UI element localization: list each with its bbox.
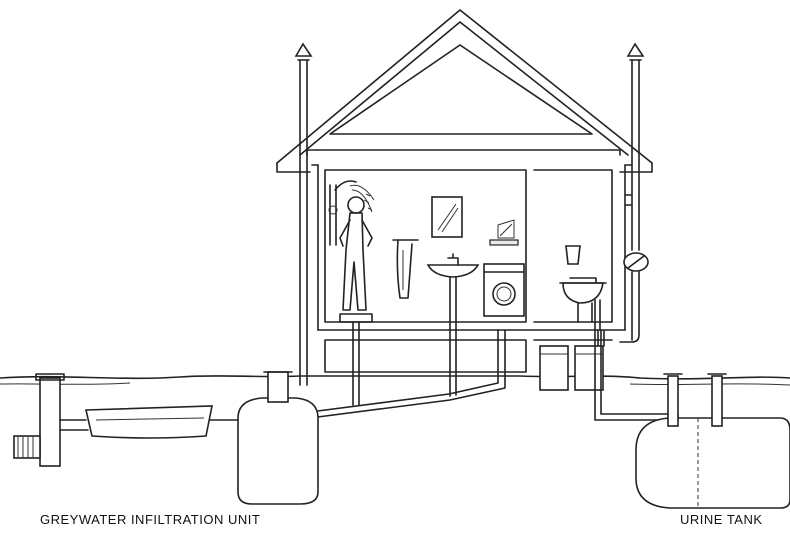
greywater-pipes bbox=[310, 330, 505, 418]
urine-pipe bbox=[595, 330, 678, 430]
vent-pipe-left bbox=[296, 44, 311, 385]
house-roof bbox=[277, 10, 652, 172]
greywater-infiltration-unit bbox=[14, 374, 238, 466]
greywater-tank bbox=[238, 372, 318, 504]
washing-machine bbox=[484, 220, 524, 316]
urine-diverting-toilet bbox=[560, 246, 606, 330]
greywater-infiltration-unit-label: GREYWATER INFILTRATION UNIT bbox=[40, 512, 260, 527]
urine-tank bbox=[636, 374, 790, 508]
wash-basin bbox=[428, 254, 478, 330]
mirror bbox=[432, 197, 462, 237]
urine-tank-label: URINE TANK bbox=[680, 512, 763, 527]
towel bbox=[393, 240, 418, 298]
